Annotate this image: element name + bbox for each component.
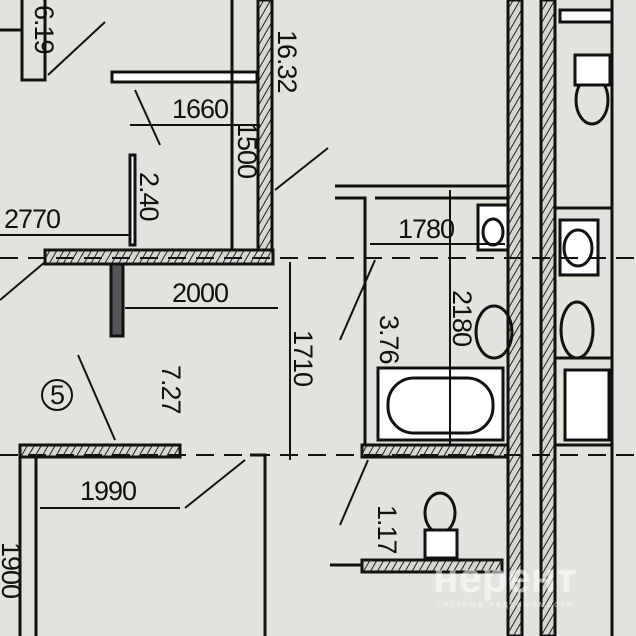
room-number-circle [41,379,73,411]
area-6-19: 6.19 [29,5,59,54]
room-number: 5 [50,380,64,410]
dim-2180: 2180 [447,290,477,346]
dim-1780: 1780 [398,214,454,244]
walls [0,0,614,636]
watermark-brand: нерент [433,554,577,601]
dim-2770: 2770 [4,204,60,234]
dim-1500: 1500 [232,122,262,178]
area-16-32: 16.32 [272,30,302,93]
area-3-76: 3.76 [374,315,404,364]
watermark: нерент система недвижимости [433,554,577,609]
area-2-40: 2.40 [134,172,164,221]
area-7-27: 7.27 [156,365,186,414]
dim-1660: 1660 [172,94,228,124]
dim-1900: 1900 [0,542,26,598]
dim-1990: 1990 [80,476,136,506]
dim-2000: 2000 [172,278,228,308]
area-1-17: 1.17 [372,505,402,554]
dim-1710: 1710 [288,330,318,386]
dimension-lines [0,21,636,526]
watermark-tagline: система недвижимости [436,599,573,609]
